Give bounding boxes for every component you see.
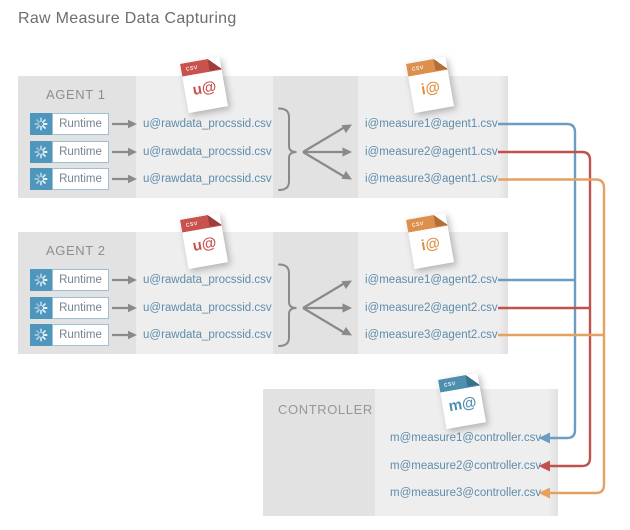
raw-file-name: u@rawdata_procssid.csv (143, 118, 272, 130)
csv-file-icon-m: csv m@ (437, 372, 487, 430)
runtime-label: Runtime (52, 113, 109, 135)
runtime-spinner-icon (30, 113, 52, 135)
folded-corner (433, 56, 448, 71)
csv-file-icon-u: csv u@ (179, 212, 229, 270)
agent-2-fanout-panel (273, 232, 358, 354)
page-title: Raw Measure Data Capturing (18, 10, 237, 27)
measure-file-name: i@measure3@agent1.csv (365, 173, 498, 185)
icon-label: u@ (191, 234, 218, 255)
folded-corner (207, 56, 222, 71)
csv-file-icon-i: csv i@ (405, 56, 455, 114)
runtime-label: Runtime (52, 324, 109, 346)
runtime-label: Runtime (52, 297, 109, 319)
agent-2-label: AGENT 2 (46, 243, 106, 258)
runtime-node: Runtime (30, 168, 109, 190)
folded-corner (207, 212, 222, 227)
runtime-label: Runtime (52, 168, 109, 190)
agent-2-box: AGENT 2 Runtime Runtime Runtime u@rawdat… (18, 212, 508, 354)
measure-file-name: i@measure2@agent2.csv (365, 302, 498, 314)
raw-file-name: u@rawdata_procssid.csv (143, 302, 272, 314)
controller-file-name: m@measure3@controller.csv (390, 487, 542, 499)
runtime-label: Runtime (52, 141, 109, 163)
controller-label: CONTROLLER (278, 402, 373, 417)
icon-label: u@ (191, 78, 218, 99)
measure-file-name: i@measure3@agent2.csv (365, 329, 498, 341)
controller-label-panel (263, 389, 375, 516)
controller-file-name: m@measure2@controller.csv (390, 460, 542, 472)
runtime-spinner-icon (30, 324, 52, 346)
runtime-spinner-icon (30, 297, 52, 319)
runtime-node: Runtime (30, 113, 109, 135)
icon-label: i@ (419, 78, 442, 99)
icon-label: m@ (447, 393, 478, 416)
measure-file-name: i@measure1@agent2.csv (365, 274, 498, 286)
runtime-node: Runtime (30, 269, 109, 291)
runtime-node: Runtime (30, 141, 109, 163)
raw-file-name: u@rawdata_procssid.csv (143, 146, 272, 158)
runtime-spinner-icon (30, 141, 52, 163)
agent-1-fanout-panel (273, 76, 358, 198)
agent-1-box: AGENT 1 Runtime Runtime Runtime u@rawdat… (18, 56, 508, 198)
csv-file-icon-u: csv u@ (179, 56, 229, 114)
folded-corner (465, 372, 480, 387)
measure-file-name: i@measure1@agent1.csv (365, 118, 498, 130)
raw-file-name: u@rawdata_procssid.csv (143, 274, 272, 286)
runtime-spinner-icon (30, 168, 52, 190)
agent-1-label: AGENT 1 (46, 87, 106, 102)
csv-file-icon-i: csv i@ (405, 212, 455, 270)
runtime-label: Runtime (52, 269, 109, 291)
folded-corner (433, 212, 448, 227)
controller-file-name: m@measure1@controller.csv (390, 432, 542, 444)
runtime-spinner-icon (30, 269, 52, 291)
runtime-node: Runtime (30, 324, 109, 346)
runtime-node: Runtime (30, 297, 109, 319)
icon-label: i@ (419, 234, 442, 255)
controller-box: CONTROLLER m@measure1@controller.csv m@m… (263, 372, 558, 516)
measure-file-name: i@measure2@agent1.csv (365, 146, 498, 158)
raw-file-name: u@rawdata_procssid.csv (143, 173, 272, 185)
raw-file-name: u@rawdata_procssid.csv (143, 329, 272, 341)
